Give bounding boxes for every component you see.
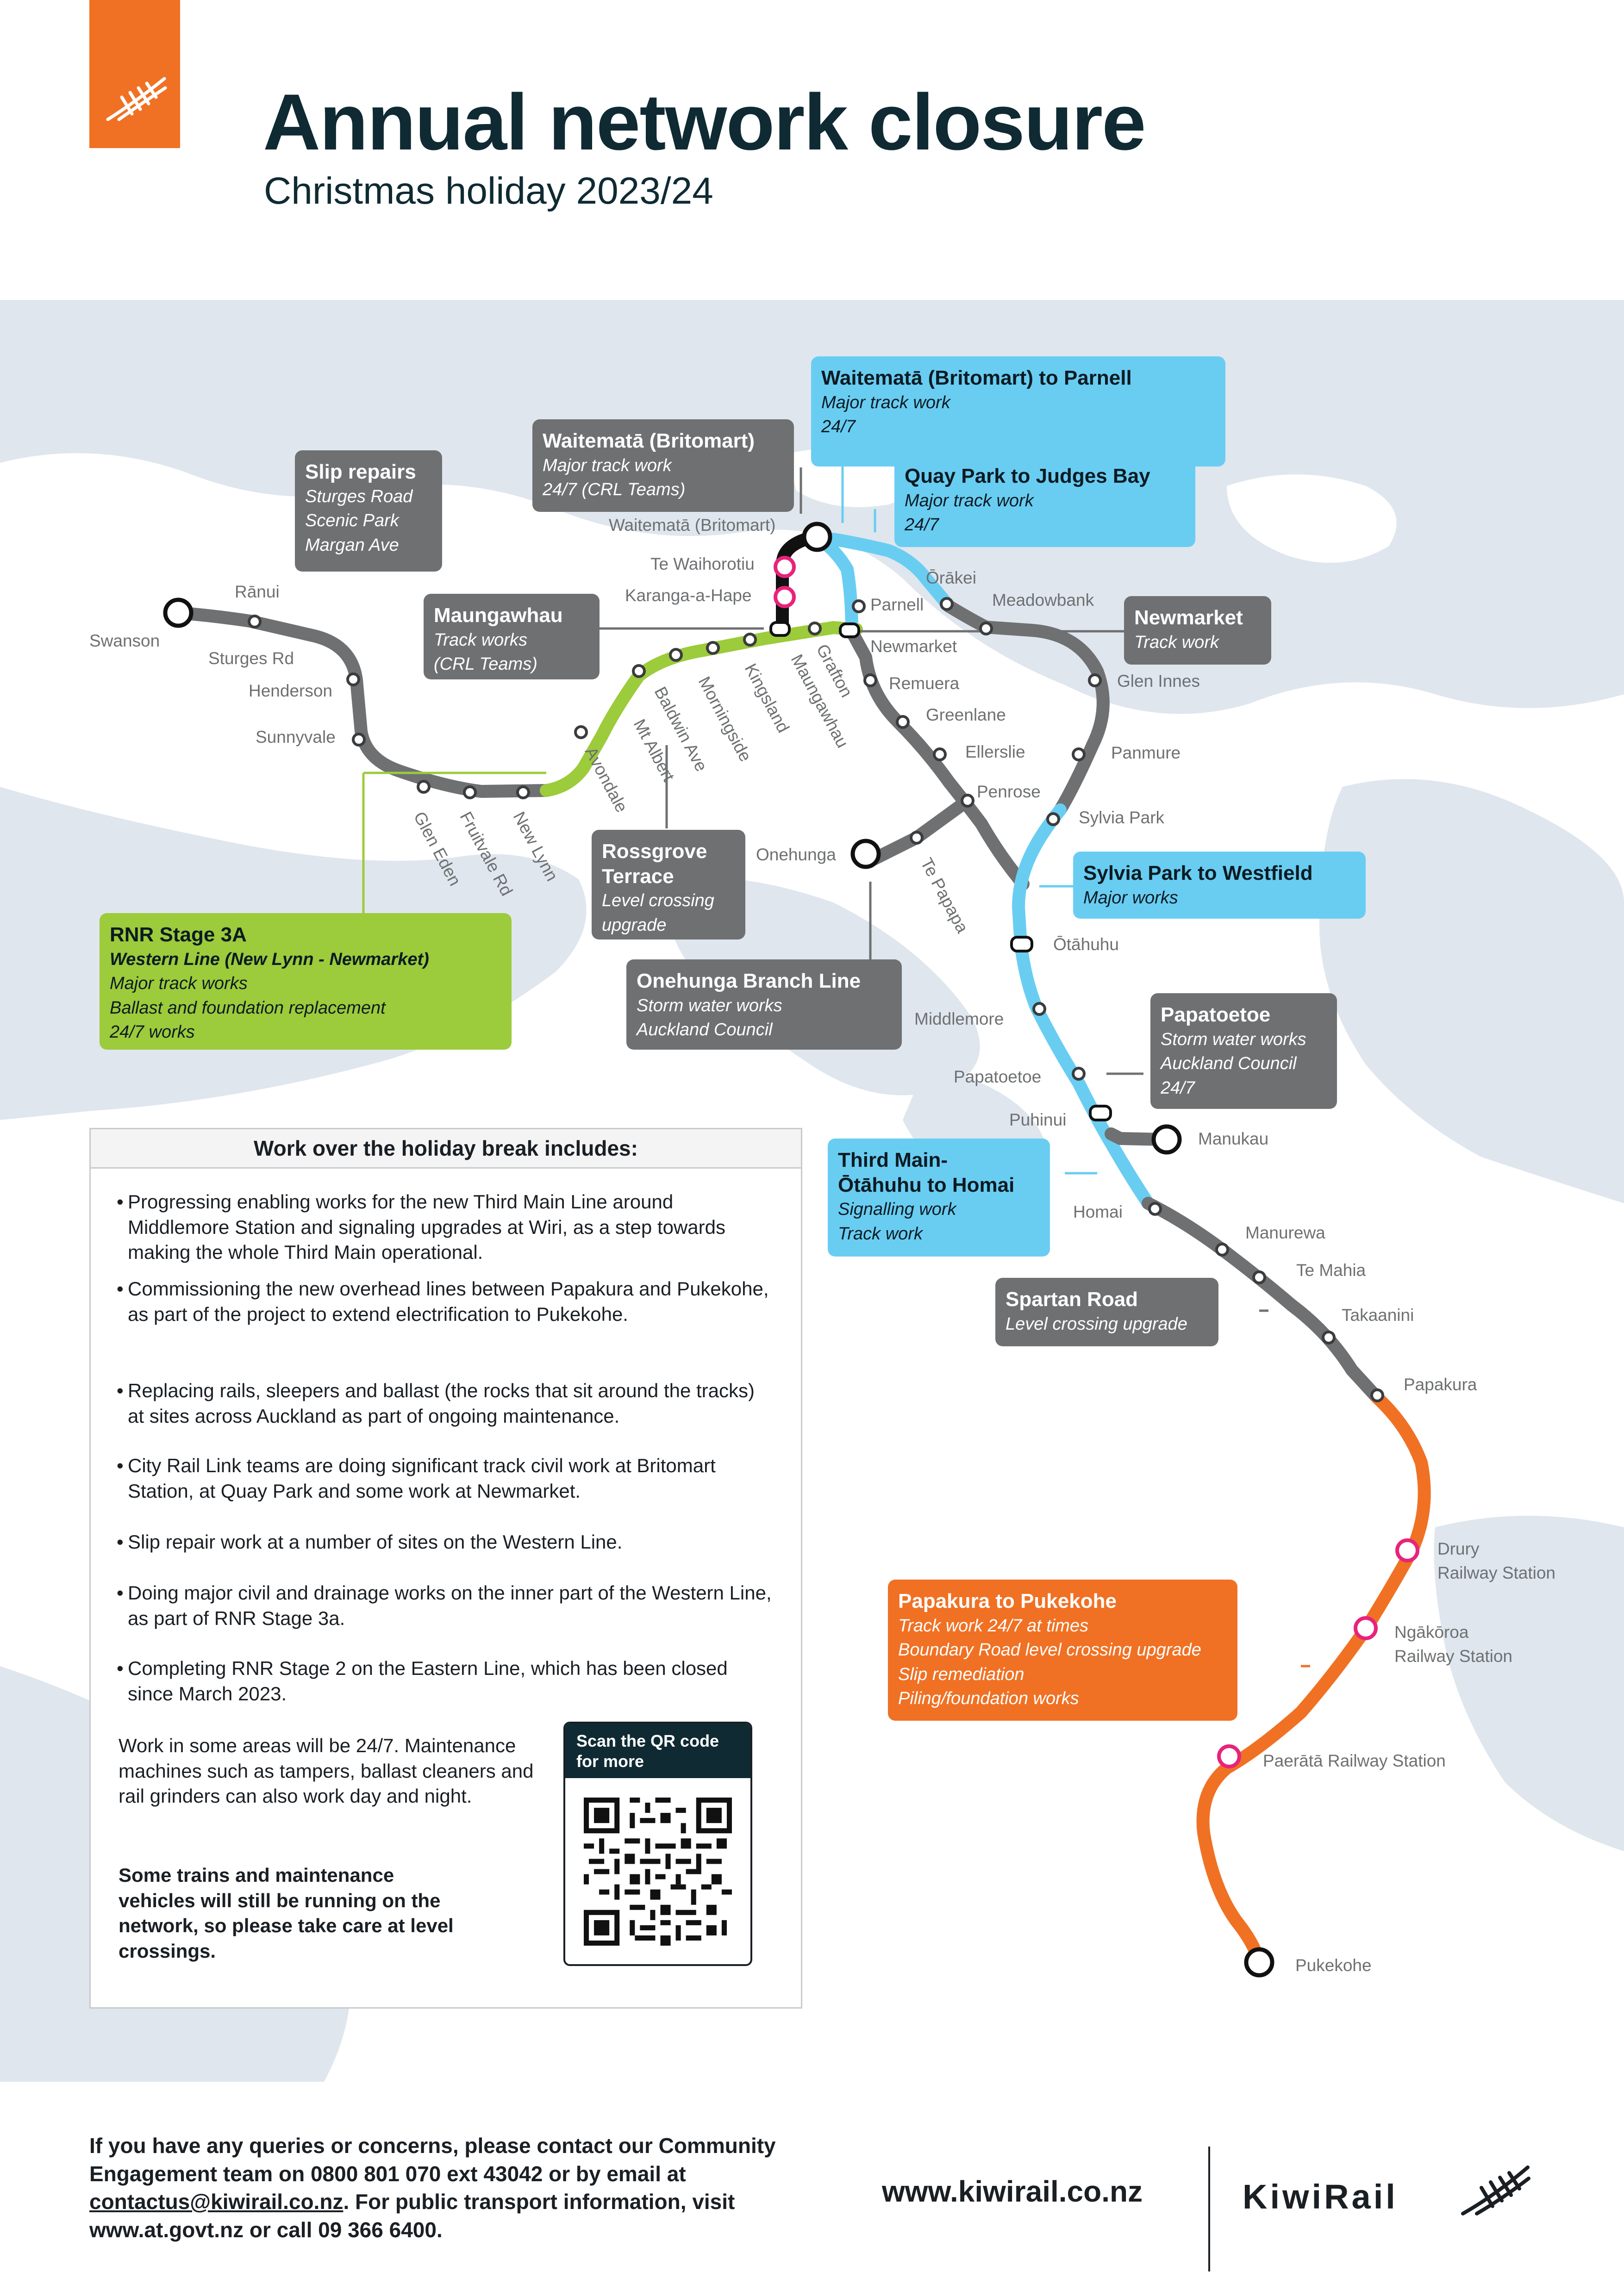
station-te-mahia: Te Mahia xyxy=(1296,1261,1366,1280)
station-drury: Drury xyxy=(1437,1539,1480,1558)
station-otahuhu: Ōtāhuhu xyxy=(1053,935,1119,954)
kiwirail-tracks-icon xyxy=(1461,2165,1530,2215)
station-ngakoroa: Ngākōroa xyxy=(1394,1623,1469,1642)
holiday-works-panel: Work over the holiday break includes: Pr… xyxy=(89,1128,802,2009)
callout-onehunga-branch: Onehunga Branch Line Storm water works A… xyxy=(626,959,902,1050)
callout-rnr-stage-3a: RNR Stage 3A Western Line (New Lynn - Ne… xyxy=(100,913,512,1050)
station-sturges-rd: Sturges Rd xyxy=(208,649,294,668)
crl-line-black xyxy=(776,530,821,636)
station-papatoetoe: Papatoetoe xyxy=(954,1067,1042,1086)
station-ellerslie: Ellerslie xyxy=(965,742,1025,761)
station-onehunga: Onehunga xyxy=(756,845,836,864)
station-ranui: Rānui xyxy=(235,582,280,601)
callout-sylvia-park-westfield: Sylvia Park to Westfield Major works xyxy=(1073,852,1366,919)
southern-line-grey-north xyxy=(845,625,1030,890)
station-papakura: Papakura xyxy=(1404,1375,1477,1394)
list-item: Completing RNR Stage 2 on the Eastern Li… xyxy=(117,1656,776,1706)
list-item: City Rail Link teams are doing significa… xyxy=(117,1453,776,1504)
station-parnell: Parnell xyxy=(870,595,924,614)
station-sylvia-park: Sylvia Park xyxy=(1079,808,1165,827)
station-puhinui: Puhinui xyxy=(1009,1110,1067,1129)
quay-park-blue xyxy=(827,533,956,613)
station-swanson: Swanson xyxy=(89,631,160,650)
station-orakei: Ōrākei xyxy=(926,568,976,587)
station-panmure: Panmure xyxy=(1111,743,1181,762)
station-remuera: Remuera xyxy=(889,674,960,693)
station-newmarket: Newmarket xyxy=(870,637,957,656)
station-drury-line2: Railway Station xyxy=(1437,1563,1556,1582)
qr-code-card[interactable]: Scan the QR code for more xyxy=(563,1722,752,1966)
list-item: Replacing rails, sleepers and ballast (t… xyxy=(117,1378,776,1429)
callout-slip-repairs: Slip repairs Sturges Road Scenic Park Ma… xyxy=(295,450,442,572)
station-penrose: Penrose xyxy=(977,782,1041,801)
callout-spartan-road: Spartan Road Level crossing upgrade xyxy=(995,1278,1218,1346)
western-line-grey xyxy=(172,606,553,798)
qr-label: Scan the QR code for more xyxy=(565,1724,750,1778)
station-takaanini: Takaanini xyxy=(1342,1306,1414,1325)
station-manukau: Manukau xyxy=(1198,1129,1269,1148)
station-manurewa: Manurewa xyxy=(1245,1223,1325,1242)
manukau-branch-grey xyxy=(1105,1127,1168,1146)
callout-britomart-parnell: Waitematā (Britomart) to Parnell Major t… xyxy=(811,356,1225,467)
station-greenlane: Greenlane xyxy=(926,705,1006,724)
station-sunnyvale: Sunnyvale xyxy=(256,728,336,747)
callout-newmarket: Newmarket Track work xyxy=(1124,596,1271,665)
kiwirail-logo: KiwiRail xyxy=(1243,2178,1398,2216)
list-item: Commissioning the new overhead lines bet… xyxy=(117,1276,776,1327)
railway-tracks-icon xyxy=(106,77,167,121)
website-link[interactable]: www.kiwirail.co.nz xyxy=(882,2175,1143,2208)
safety-note: Some trains and maintenance vehicles wil… xyxy=(119,1864,454,1962)
station-karanga-a-hape: Karanga-a-Hape xyxy=(625,586,752,605)
station-waitemata: Waitematā (Britomart) xyxy=(609,516,776,535)
callout-quay-park: Quay Park to Judges Bay Major track work… xyxy=(894,454,1195,547)
network-map: Swanson Rānui Sturges Rd Henderson Sunny… xyxy=(0,300,1624,2082)
callout-britomart: Waitematā (Britomart) Major track work 2… xyxy=(532,419,794,512)
callout-papakura-pukekohe: Papakura to Pukekohe Track work 24/7 at … xyxy=(888,1580,1237,1721)
footer: If you have any queries or concerns, ple… xyxy=(0,2082,1624,2296)
station-pukekohe: Pukekohe xyxy=(1295,1956,1372,1975)
list-item: Doing major civil and drainage works on … xyxy=(117,1580,776,1631)
work-note: Work in some areas will be 24/7. Mainten… xyxy=(119,1735,534,1807)
email-link[interactable]: contactus@kiwirail.co.nz xyxy=(89,2190,344,2214)
station-henderson: Henderson xyxy=(249,681,333,700)
onehunga-branch-grey xyxy=(864,794,974,867)
footer-divider xyxy=(1208,2147,1210,2271)
station-homai: Homai xyxy=(1073,1202,1123,1221)
logo-tab xyxy=(89,0,180,148)
callout-papatoetoe: Papatoetoe Storm water works Auckland Co… xyxy=(1150,993,1337,1109)
callout-third-main: Third Main- Ōtāhuhu to Homai Signalling … xyxy=(828,1139,1050,1257)
station-glen-innes: Glen Innes xyxy=(1117,672,1200,691)
holiday-works-heading: Work over the holiday break includes: xyxy=(91,1129,801,1169)
station-markers xyxy=(248,597,1384,1402)
station-middlemore: Middlemore xyxy=(914,1009,1004,1028)
papakura-pukekohe-orange xyxy=(1196,1391,1431,1969)
page-title: Annual network closure xyxy=(263,78,1146,167)
page-subtitle: Christmas holiday 2023/24 xyxy=(264,170,713,212)
station-meadowbank: Meadowbank xyxy=(992,591,1094,610)
station-paerata: Paerātā Railway Station xyxy=(1263,1751,1446,1770)
qr-code-icon[interactable] xyxy=(584,1798,732,1946)
callout-maungawhau: Maungawhau Track works (CRL Teams) xyxy=(424,594,600,679)
station-te-waihorotiu: Te Waihorotiu xyxy=(650,554,755,573)
callout-rossgrove-terrace: Rossgrove Terrace Level crossing upgrade xyxy=(592,830,745,940)
list-item: Slip repair work at a number of sites on… xyxy=(117,1530,776,1555)
list-item: Progressing enabling works for the new T… xyxy=(117,1189,776,1265)
contact-info: If you have any queries or concerns, ple… xyxy=(89,2134,776,2242)
station-ngakoroa-line2: Railway Station xyxy=(1394,1647,1513,1666)
